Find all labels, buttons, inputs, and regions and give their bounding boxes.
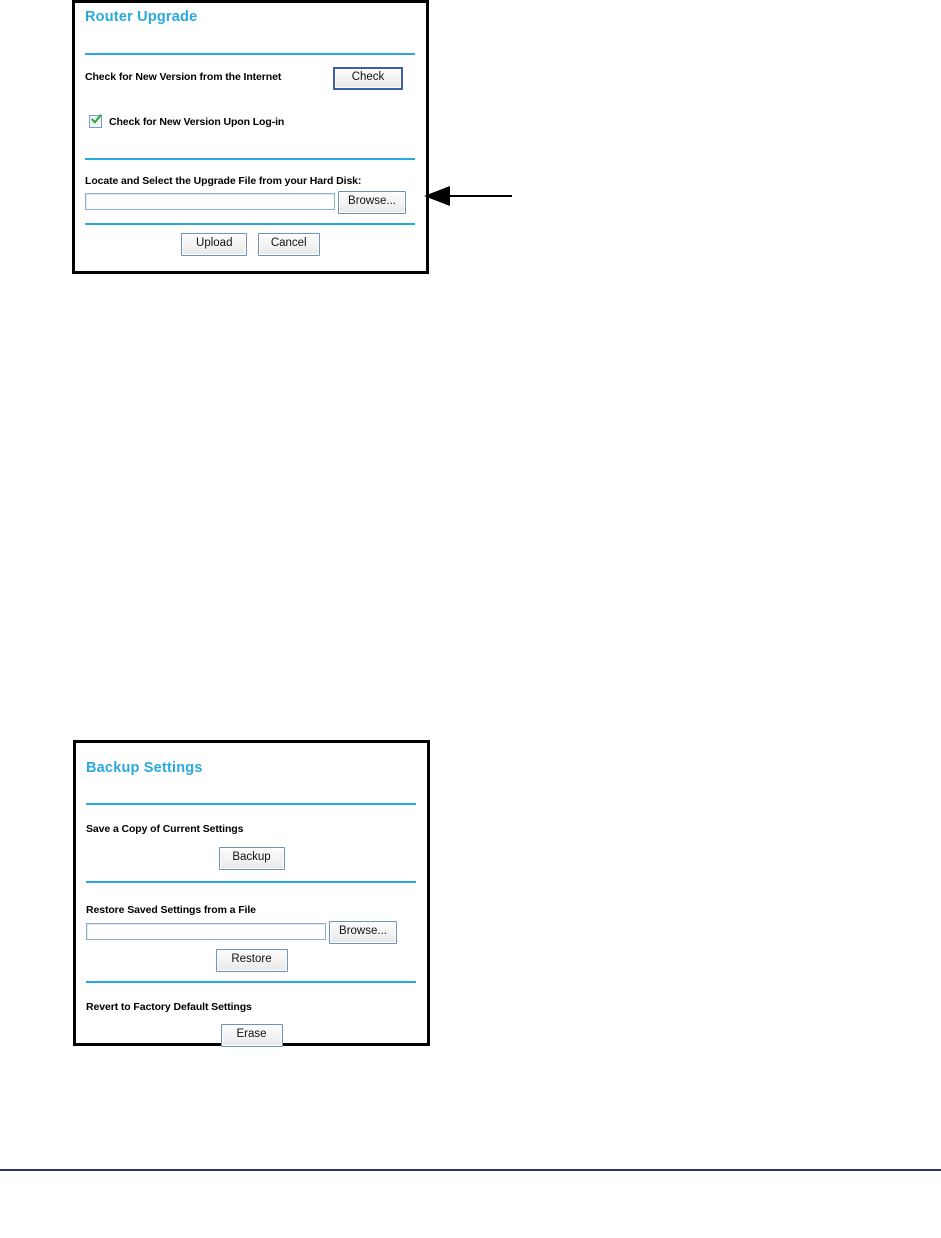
- checkmark-icon: [91, 114, 102, 125]
- divider-1: [86, 803, 416, 805]
- footer-divider: [0, 1169, 941, 1171]
- action-button-row: Upload Cancel: [75, 233, 426, 256]
- router-upgrade-title: Router Upgrade: [85, 9, 198, 25]
- check-on-login-row[interactable]: Check for New Version Upon Log-in: [89, 114, 285, 128]
- revert-label: Revert to Factory Default Settings: [86, 1001, 252, 1013]
- divider-bottom: [85, 223, 415, 225]
- callout-arrow-to-browse: [424, 182, 514, 210]
- cancel-button[interactable]: Cancel: [257, 233, 320, 256]
- erase-button[interactable]: Erase: [220, 1024, 283, 1047]
- locate-file-label: Locate and Select the Upgrade File from …: [85, 175, 362, 187]
- upload-button[interactable]: Upload: [181, 233, 248, 256]
- restore-button[interactable]: Restore: [215, 949, 288, 972]
- browse-button[interactable]: Browse...: [338, 191, 406, 214]
- check-button[interactable]: Check: [333, 67, 403, 90]
- divider-middle: [85, 158, 415, 160]
- restore-browse-button[interactable]: Browse...: [329, 921, 397, 944]
- restore-file-input[interactable]: [86, 923, 326, 940]
- divider-2: [86, 881, 416, 883]
- backup-button[interactable]: Backup: [218, 847, 285, 870]
- backup-settings-title: Backup Settings: [86, 760, 203, 776]
- check-on-login-checkbox[interactable]: [89, 114, 102, 128]
- divider-top: [85, 53, 415, 55]
- restore-button-row: Restore: [76, 949, 427, 972]
- erase-button-row: Erase: [76, 1024, 427, 1047]
- divider-3: [86, 981, 416, 983]
- upgrade-file-input[interactable]: [85, 193, 335, 210]
- restore-label: Restore Saved Settings from a File: [86, 904, 256, 916]
- save-copy-label: Save a Copy of Current Settings: [86, 823, 244, 835]
- check-on-login-label: Check for New Version Upon Log-in: [109, 115, 285, 128]
- backup-button-row: Backup: [76, 847, 427, 870]
- router-upgrade-panel: Router Upgrade Check for New Version fro…: [72, 0, 429, 274]
- backup-settings-panel: Backup Settings Save a Copy of Current S…: [73, 740, 430, 1047]
- check-version-label: Check for New Version from the Internet: [85, 71, 282, 83]
